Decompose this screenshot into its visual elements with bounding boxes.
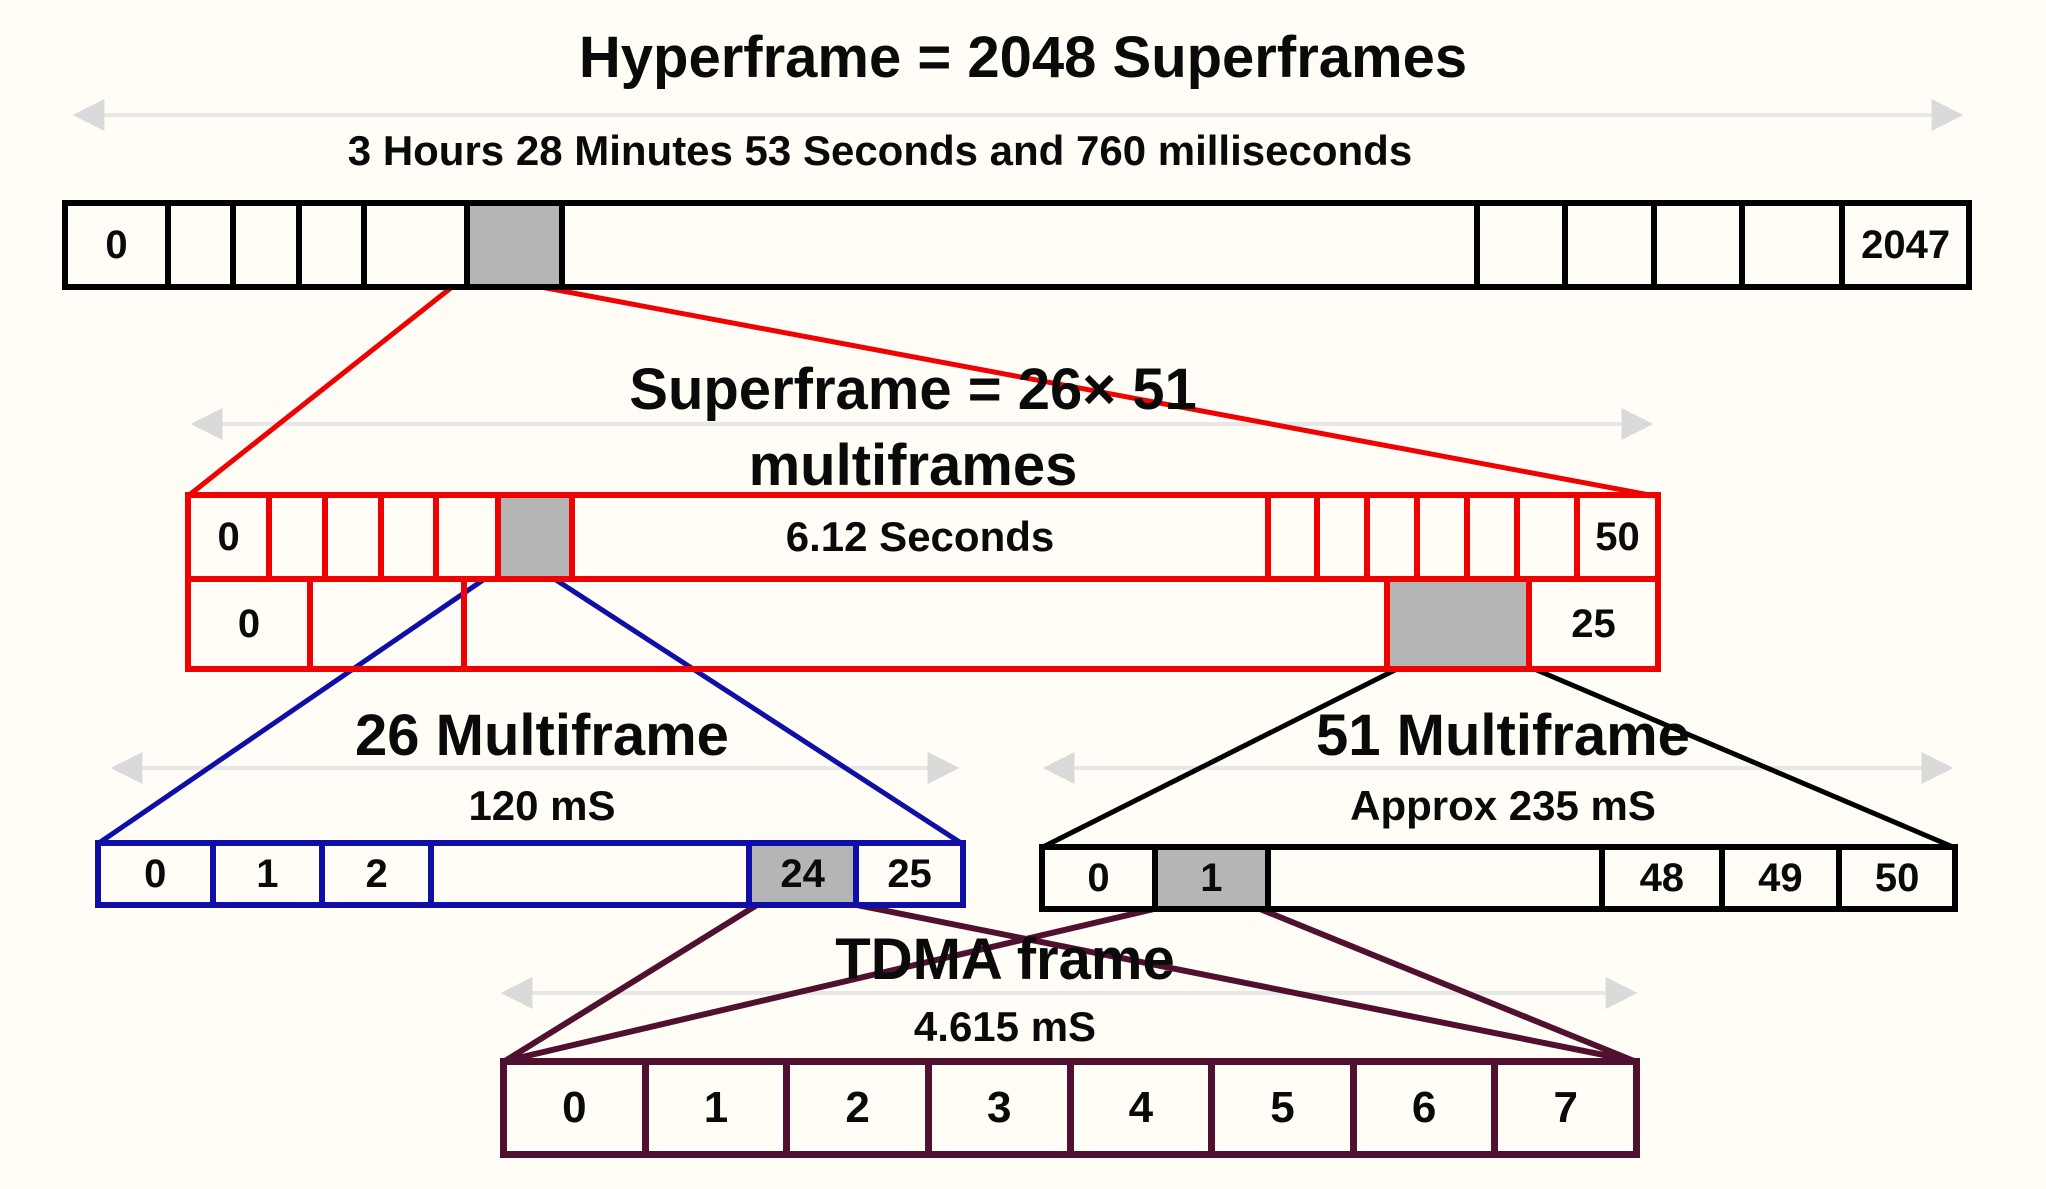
multiframe26-cell-1: 1	[216, 846, 326, 902]
tdma-duration: 4.615 mS	[913, 1003, 1097, 1050]
hyperframe-cell	[1745, 206, 1846, 284]
hyperframe-bar: 0 2047	[62, 200, 1972, 290]
superframe-row51-cell	[1520, 498, 1580, 576]
multiframe51-cell-49: 49	[1725, 850, 1843, 906]
multiframe51-duration: Approx 235 mS	[1350, 782, 1656, 829]
superframe-duration: 6.12 Seconds	[575, 498, 1271, 576]
multiframe51-title: 51 Multiframe	[1316, 703, 1690, 768]
tdma-slot-3: 3	[932, 1065, 1074, 1151]
superframe-row51-cell	[1320, 498, 1370, 576]
superframe-title-line2: multiframes	[748, 432, 1078, 498]
hyperframe-cell	[1568, 206, 1657, 284]
tdma-slot-6: 6	[1357, 1065, 1499, 1151]
hyperframe-cell-span	[565, 206, 1480, 284]
superframe-row51-cell	[439, 498, 501, 576]
hyperframe-cell-last: 2047	[1861, 222, 1951, 267]
multiframe26-cell-24-highlighted: 24	[752, 846, 860, 902]
superframe-row51-cell-first: 0	[191, 498, 273, 576]
tdma-slot-0: 0	[507, 1065, 649, 1151]
multiframe26-expansion-lines	[97, 575, 963, 846]
superframe-row51-cell	[1271, 498, 1320, 576]
superframe-row26-cell-highlighted	[1390, 582, 1533, 666]
superframe-row26-cell-span	[467, 582, 1391, 666]
superframe-row26-cell-first: 0	[191, 582, 314, 666]
superframe-row51-cell	[328, 498, 384, 576]
hyperframe-cell	[171, 206, 237, 284]
hyperframe-cell-first: 0	[68, 206, 171, 284]
multiframe26-cell-2: 2	[325, 846, 435, 902]
multiframe26-bar: 0 1 2 24 25	[95, 840, 966, 908]
multiframe51-cell-0: 0	[1045, 850, 1158, 906]
hyperframe-cell	[236, 206, 302, 284]
superframe-title: Superframe = 26× 51 multiframes	[283, 352, 1543, 504]
tdma-slot-7: 7	[1553, 1083, 1578, 1132]
multiframe26-cell-25: 25	[887, 851, 932, 896]
hyperframe-cell	[302, 206, 368, 284]
superframe-row51-cell-highlighted	[500, 498, 576, 576]
hyperframe-duration: 3 Hours 28 Minutes 53 Seconds and 760 mi…	[347, 127, 1413, 174]
tdma-expansion-lines	[503, 902, 1636, 1064]
superframe-row51-cell	[1370, 498, 1421, 576]
superframe-row51-cell	[272, 498, 328, 576]
multiframe26-title: 26 Multiframe	[355, 703, 729, 768]
multiframe51-bar: 0 1 48 49 50	[1039, 844, 1958, 912]
superframe-row51-cell	[1470, 498, 1521, 576]
hyperframe-cell-highlighted	[470, 206, 566, 284]
superframe-title-line1: Superframe = 26× 51	[629, 357, 1197, 422]
tdma-slot-2: 2	[790, 1065, 932, 1151]
multiframe26-duration: 120 mS	[468, 782, 616, 829]
hyperframe-cell	[1657, 206, 1746, 284]
multiframe51-cell-48: 48	[1605, 850, 1725, 906]
multiframe26-cell-span	[434, 846, 753, 902]
hyperframe-title: Hyperframe = 2048 Superframes	[578, 25, 1468, 90]
superframe-row51-cell-last: 50	[1595, 514, 1640, 559]
tdma-slot-1: 1	[649, 1065, 791, 1151]
hyperframe-cell	[367, 206, 471, 284]
superframe-row26-cell	[313, 582, 468, 666]
tdma-slot-4: 4	[1074, 1065, 1216, 1151]
superframe-row26-cell-last: 25	[1571, 601, 1616, 646]
superframe-row51-cell	[384, 498, 440, 576]
superframe-row-51: 0 6.12 Seconds 50	[185, 492, 1661, 582]
superframe-expansion-lines	[186, 284, 1656, 499]
superframe-row-26: 0 25	[185, 576, 1661, 672]
multiframe51-cell-span	[1271, 850, 1606, 906]
superframe-row51-cell	[1420, 498, 1471, 576]
multiframe26-cell-0: 0	[101, 846, 216, 902]
tdma-title: TDMA frame	[835, 927, 1175, 992]
tdma-slot-5: 5	[1215, 1065, 1357, 1151]
multiframe51-cell-50: 50	[1874, 855, 1920, 900]
multiframe51-cell-1-highlighted: 1	[1157, 850, 1271, 906]
multiframe51-expansion-lines	[1041, 665, 1954, 850]
hyperframe-cell	[1480, 206, 1569, 284]
tdma-bar: 0 1 2 3 4 5 6 7	[500, 1058, 1640, 1158]
